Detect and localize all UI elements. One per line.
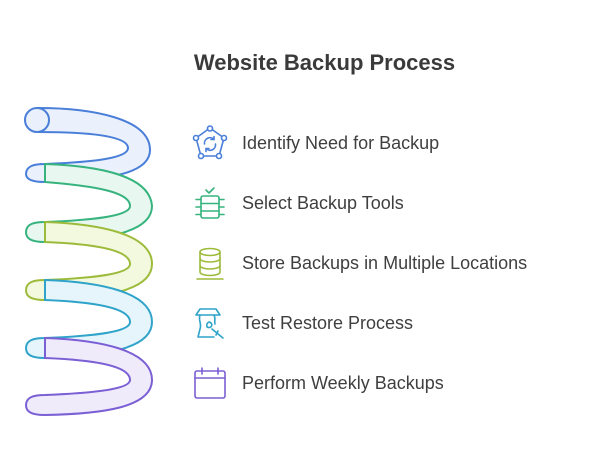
spiral-coil-5 [24, 336, 154, 417]
step-label: Perform Weekly Backups [242, 372, 444, 393]
calendar-icon [190, 363, 230, 403]
step-label: Store Backups in Multiple Locations [242, 252, 528, 273]
page-title: Website Backup Process [193, 50, 456, 75]
step-identify-need: Identify Need for Backup [190, 123, 439, 163]
step-select-tools: Select Backup Tools [190, 183, 404, 223]
database-icon [190, 243, 230, 283]
step-label: Test Restore Process [242, 312, 414, 333]
spiral-diagram [24, 106, 154, 417]
step-label: Identify Need for Backup [242, 132, 440, 153]
restore-test-icon [190, 303, 230, 343]
spiral-coil-1 [24, 106, 152, 184]
network-refresh-icon [190, 123, 230, 163]
step-test-restore: Test Restore Process [190, 303, 413, 343]
step-label: Select Backup Tools [242, 192, 404, 213]
server-check-icon [190, 183, 230, 223]
step-weekly-backups: Perform Weekly Backups [190, 363, 444, 403]
step-store-backups: Store Backups in Multiple Locations [190, 243, 527, 283]
